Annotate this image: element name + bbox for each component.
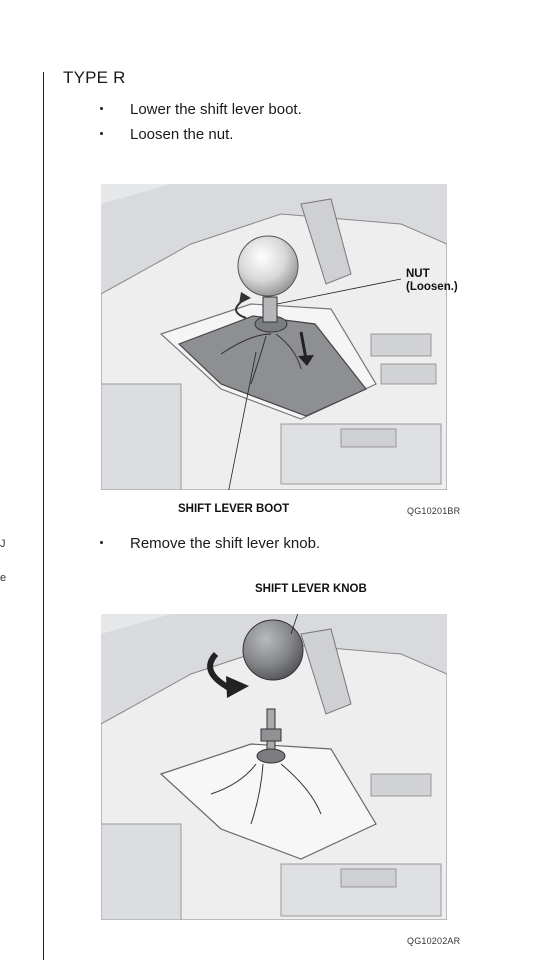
figure-1-illustration	[101, 184, 447, 490]
edge-mark-1: J	[0, 538, 6, 550]
step-2-text: Loosen the nut.	[130, 126, 234, 143]
figure-1-drawing	[101, 184, 447, 490]
bullet-dot	[100, 541, 103, 544]
bullet-dot	[100, 132, 103, 135]
label-nut: NUT (Loosen.)	[406, 268, 458, 294]
label-shift-lever-boot: SHIFT LEVER BOOT	[178, 503, 290, 515]
figure-1-code: QG10201BR	[407, 506, 461, 516]
figure-2-code: QG10202AR	[407, 936, 461, 946]
step-1-text: Lower the shift lever boot.	[130, 101, 302, 118]
section-heading: TYPE R	[63, 68, 126, 87]
label-nut-line1: NUT	[406, 268, 430, 280]
figure-2-illustration	[101, 614, 447, 920]
label-shift-lever-knob: SHIFT LEVER KNOB	[255, 583, 367, 595]
page-margin-rule	[43, 72, 44, 960]
figure-2-drawing	[101, 614, 447, 920]
step-3-text: Remove the shift lever knob.	[130, 535, 321, 552]
bullet-dot	[100, 107, 103, 110]
edge-mark-2: e	[0, 572, 7, 584]
label-nut-line2: (Loosen.)	[406, 281, 458, 293]
